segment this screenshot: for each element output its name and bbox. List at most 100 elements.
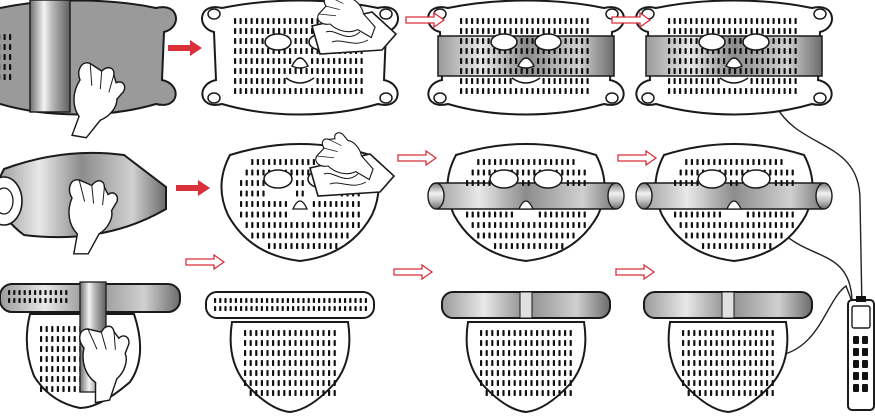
led-slot <box>682 360 684 366</box>
led-slot <box>701 18 703 24</box>
led-slot <box>707 68 709 74</box>
led-slot <box>525 330 527 336</box>
eye-hole <box>534 170 562 188</box>
led-slot <box>525 350 527 356</box>
led-slot <box>284 18 286 24</box>
led-slot <box>278 28 280 34</box>
led-slot <box>284 88 286 94</box>
eye-hole <box>264 170 292 188</box>
led-slot <box>302 298 304 303</box>
step-arrow-icon <box>394 265 432 279</box>
neck-strap <box>206 292 374 318</box>
led-slot <box>525 370 527 376</box>
led-slot <box>691 180 693 186</box>
led-slot <box>542 340 544 346</box>
led-slot <box>350 68 352 74</box>
led-slot <box>740 18 742 24</box>
led-slot <box>522 233 524 239</box>
led-slot <box>510 28 512 34</box>
led-slot <box>466 78 468 84</box>
led-slot <box>261 350 263 356</box>
strap-end <box>636 183 652 209</box>
led-slot <box>278 78 280 84</box>
led-slot <box>311 380 313 386</box>
led-slot <box>679 78 681 84</box>
led-slot <box>289 28 291 34</box>
led-slot <box>688 390 690 396</box>
led-slot <box>306 370 308 376</box>
led-slot <box>544 159 546 165</box>
led-slot <box>460 68 462 74</box>
controller-icon <box>848 296 874 410</box>
led-slot <box>214 306 216 311</box>
led-slot <box>789 38 791 44</box>
led-slot <box>494 212 496 218</box>
strap-buckle <box>520 292 532 318</box>
led-slot <box>713 243 715 249</box>
led-slot <box>51 376 53 382</box>
led-slot <box>756 18 758 24</box>
strap-end <box>608 183 624 209</box>
led-slot <box>491 360 493 366</box>
led-slot <box>251 78 253 84</box>
led-slot <box>752 233 754 239</box>
led-slot <box>352 212 354 218</box>
led-slot <box>772 390 774 396</box>
led-slot <box>795 18 797 24</box>
led-slot <box>497 330 499 336</box>
led-slot <box>708 159 710 165</box>
led-slot <box>250 306 252 311</box>
led-slot <box>736 159 738 165</box>
led-slot <box>778 68 780 74</box>
led-slot <box>775 222 777 228</box>
led-slot <box>245 306 247 311</box>
led-slot <box>784 18 786 24</box>
led-slot <box>9 54 11 60</box>
led-slot <box>500 233 502 239</box>
led-slot <box>727 340 729 346</box>
led-slot <box>548 18 550 24</box>
led-slot <box>738 380 740 386</box>
led-slot <box>334 306 336 311</box>
led-slot <box>696 212 698 218</box>
led-slot <box>251 28 253 34</box>
led-slot <box>317 340 319 346</box>
led-slot <box>704 370 706 376</box>
led-slot <box>690 68 692 74</box>
led-slot <box>46 366 48 372</box>
led-slot <box>682 380 684 386</box>
led-slot <box>744 340 746 346</box>
led-slot <box>519 360 521 366</box>
eye-hole <box>742 170 770 188</box>
led-slot <box>559 48 561 54</box>
led-slot <box>257 180 259 186</box>
led-slot <box>308 298 310 303</box>
led-slot <box>483 170 485 176</box>
led-slot <box>565 18 567 24</box>
led-slot <box>317 370 319 376</box>
led-slot <box>251 18 253 24</box>
led-slot <box>795 58 797 64</box>
led-slot <box>685 78 687 84</box>
led-slot <box>712 68 714 74</box>
led-slot <box>587 48 589 54</box>
led-slot <box>691 222 693 228</box>
led-slot <box>587 88 589 94</box>
led-slot <box>755 380 757 386</box>
led-slot <box>550 233 552 239</box>
led-slot <box>508 330 510 336</box>
led-slot <box>491 380 493 386</box>
led-slot <box>256 18 258 24</box>
led-slot <box>508 390 510 396</box>
led-slot <box>519 350 521 356</box>
led-slot <box>707 28 709 34</box>
led-slot <box>257 201 259 207</box>
led-slot <box>262 38 264 44</box>
led-slot <box>294 390 296 396</box>
led-slot <box>581 48 583 54</box>
led-slot <box>530 390 532 396</box>
led-slot <box>559 88 561 94</box>
led-slot <box>261 340 263 346</box>
led-slot <box>738 340 740 346</box>
led-slot <box>682 340 684 346</box>
